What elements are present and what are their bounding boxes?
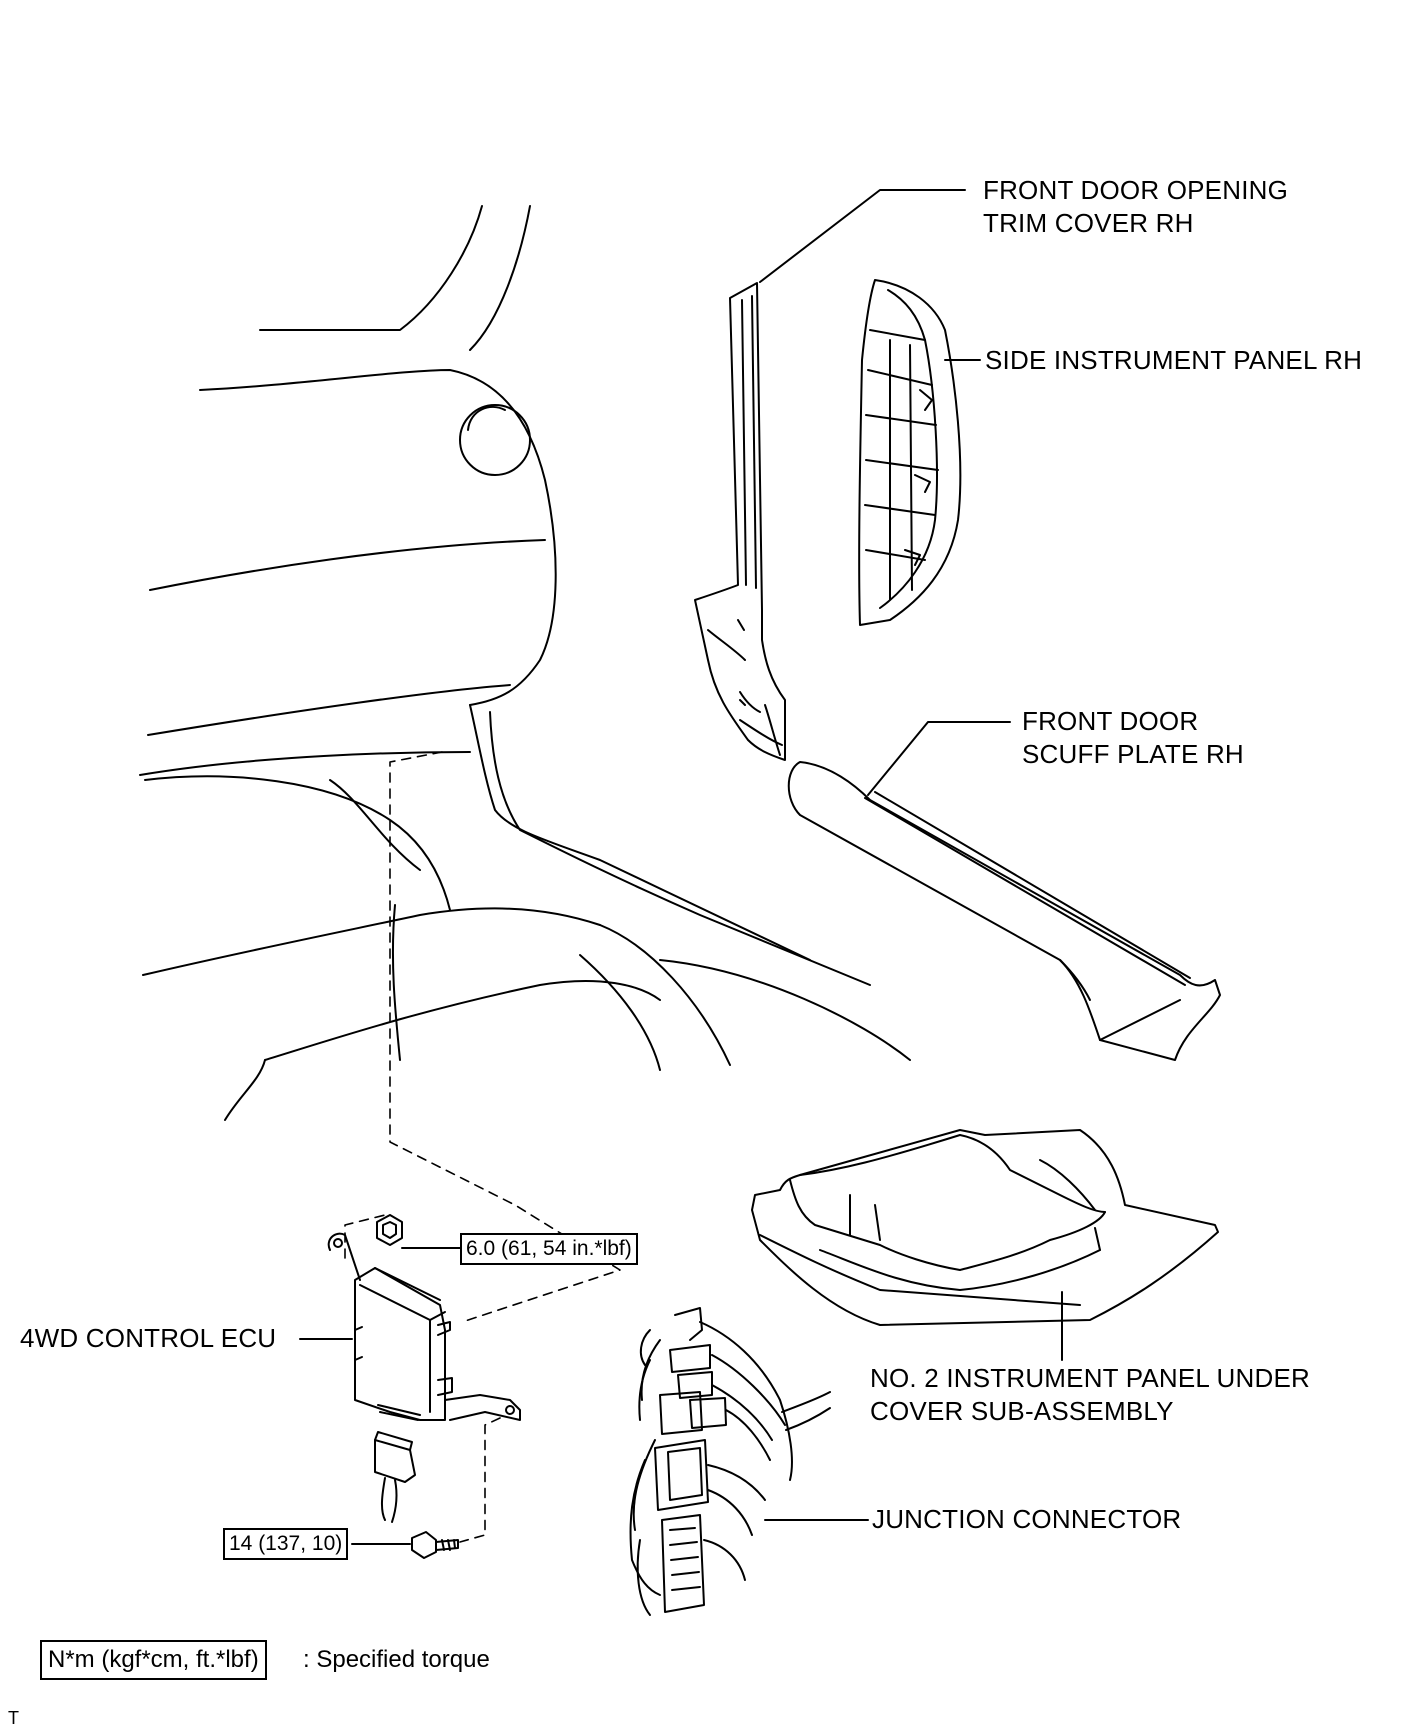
label-scuff-plate: FRONT DOOR SCUFF PLATE RH <box>1022 705 1244 771</box>
torque-bolt: 14 (137, 10) <box>223 1528 349 1560</box>
side-instrument-panel <box>858 279 962 626</box>
ecu-mounting-nut <box>376 1214 403 1246</box>
ecu-connector <box>374 1431 416 1523</box>
legend-unit-box: N*m (kgf*cm, ft.*lbf) <box>40 1640 267 1680</box>
installation-dashed-lines <box>344 751 621 1543</box>
junction-connector <box>629 1307 831 1616</box>
torque-nut: 6.0 (61, 54 in.*lbf) <box>460 1233 638 1265</box>
label-junction-connector: JUNCTION CONNECTOR <box>872 1504 1182 1534</box>
label-scuff-plate-line1: FRONT DOOR <box>1022 706 1199 736</box>
label-under-cover-line2: COVER SUB-ASSEMBLY <box>870 1396 1174 1426</box>
corner-code: T <box>8 1708 19 1728</box>
label-trim-cover-line2: TRIM COVER RH <box>983 208 1194 238</box>
scuff-plate-leader-line <box>867 721 1011 796</box>
front-door-opening-trim-cover <box>694 282 786 761</box>
label-scuff-plate-line2: SCUFF PLATE RH <box>1022 739 1244 769</box>
vehicle-interior-outline <box>139 205 911 1121</box>
legend-description: : Specified torque <box>303 1646 490 1673</box>
under-cover-sub-assembly <box>751 1129 1219 1326</box>
ecu-mounting-bolt <box>411 1531 459 1559</box>
label-side-instrument-panel: SIDE INSTRUMENT PANEL RH <box>985 345 1363 375</box>
label-under-cover-line1: NO. 2 INSTRUMENT PANEL UNDER <box>870 1363 1310 1393</box>
label-under-cover: NO. 2 INSTRUMENT PANEL UNDER COVER SUB-A… <box>870 1362 1310 1428</box>
label-trim-cover-line1: FRONT DOOR OPENING <box>983 175 1289 205</box>
trim-cover-leader-line <box>759 189 966 283</box>
control-ecu <box>327 1232 521 1421</box>
label-control-ecu: 4WD CONTROL ECU <box>20 1323 277 1353</box>
front-door-scuff-plate <box>787 761 1221 1061</box>
label-trim-cover: FRONT DOOR OPENING TRIM COVER RH <box>983 174 1288 240</box>
